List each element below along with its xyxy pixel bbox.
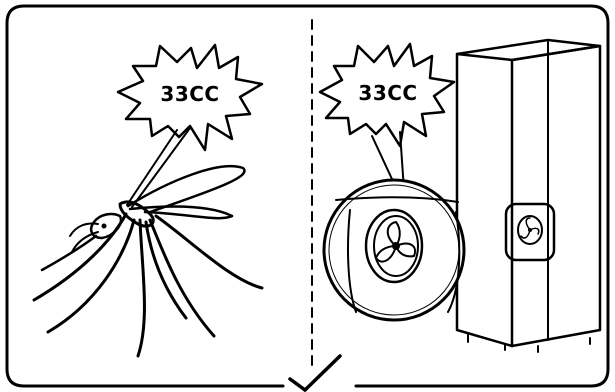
right-sound-burst: 33CC: [320, 44, 454, 146]
left-sound-label: 33CC: [160, 82, 219, 106]
check-mark-icon: [290, 356, 340, 390]
mosquito-icon: [34, 166, 262, 356]
magnified-fan-icon: [324, 180, 464, 320]
small-fan-icon: [518, 216, 542, 244]
heat-pump-outdoor-unit-icon: [457, 40, 600, 352]
left-panel: 33CC: [34, 45, 262, 356]
outer-frame: [7, 6, 608, 386]
left-sound-burst: 33CC: [118, 45, 262, 150]
right-panel: 33CC: [320, 40, 600, 352]
right-sound-label: 33CC: [358, 81, 417, 105]
